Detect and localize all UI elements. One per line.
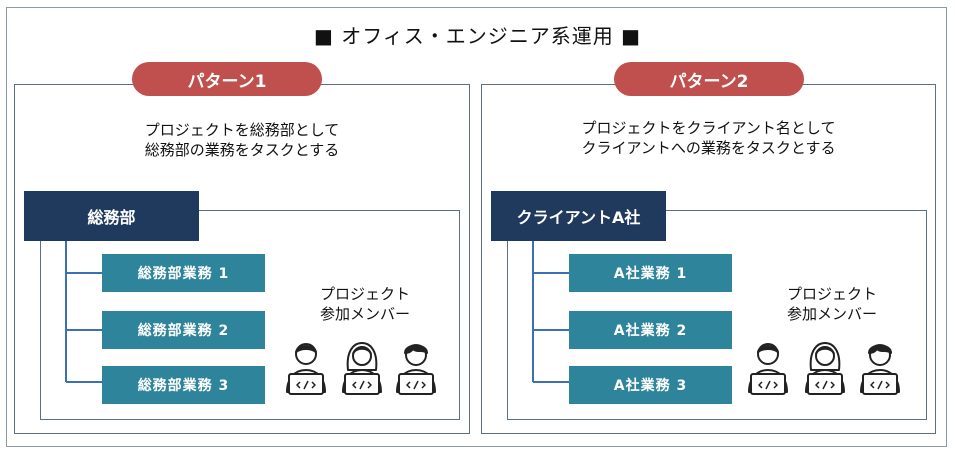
pattern-1-members-line2: 参加メンバー	[319, 305, 410, 323]
pattern-2-project: クライアントA社	[491, 191, 666, 241]
pattern-1-task-1: 総務部業務 1	[102, 254, 265, 292]
pattern-1-task-3: 総務部業務 3	[102, 366, 265, 404]
diagram-title: ■ オフィス・エンジニア系運用 ■	[313, 24, 642, 48]
developer-person-icon	[860, 344, 900, 395]
pattern-2-members-label: プロジェクト 参加メンバー	[752, 284, 912, 324]
developer-person-icon	[342, 342, 382, 395]
pattern-2-task-2: A社業務 2	[569, 311, 732, 349]
pattern-2-members-line1: プロジェクト	[786, 285, 877, 303]
pattern-1-project: 総務部	[24, 191, 199, 241]
developer-person-icon	[286, 343, 326, 395]
pattern-2-task-1: A社業務 1	[569, 254, 732, 292]
pattern-2-task-3: A社業務 3	[569, 366, 732, 404]
pattern-1-label: パターン1	[132, 62, 322, 96]
pattern-1-members-line1: プロジェクト	[319, 285, 410, 303]
pattern-2-label: パターン2	[614, 62, 804, 96]
pattern-1-task-2: 総務部業務 2	[102, 311, 265, 349]
pattern-1-desc-line2: 総務部の業務をタスクとする	[144, 141, 340, 159]
developer-person-icon	[396, 344, 436, 395]
developer-person-icon	[805, 342, 845, 395]
pattern-1-description: プロジェクトを総務部として 総務部の業務をタスクとする	[14, 120, 470, 160]
pattern-2-desc-line1: プロジェクトをクライアント名として	[581, 119, 836, 137]
pattern-2-members-line2: 参加メンバー	[786, 305, 877, 323]
pattern-1-members-label: プロジェクト 参加メンバー	[285, 284, 445, 324]
pattern-2-description: プロジェクトをクライアント名として クライアントへの業務をタスクとする	[481, 118, 936, 158]
developer-person-icon	[748, 343, 788, 395]
pattern-1-desc-line1: プロジェクトを総務部として	[144, 121, 340, 139]
pattern-2-desc-line2: クライアントへの業務をタスクとする	[581, 139, 836, 157]
